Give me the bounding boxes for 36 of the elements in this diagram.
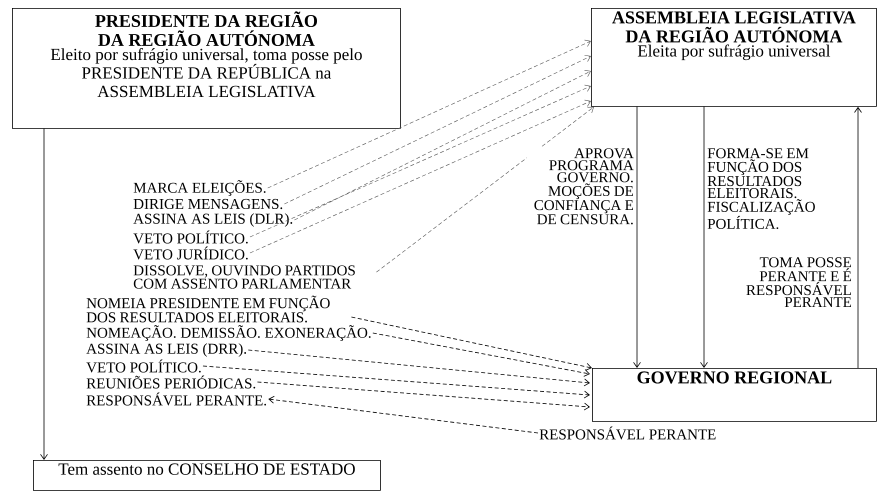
action-text: DIRIGE MENSAGENS. [134,198,282,210]
arrow [250,84,591,238]
action-text: ASSINA AS LEIS (DRR). [86,343,246,357]
arrow [284,54,591,204]
arrow [267,40,591,188]
action-text: MARCA ELEIÇÕES. [134,180,266,196]
edge-label: FORMA-SE EM FUNÇÃO DOS RESULTADOS ELEITORAIS. FISCALIZAÇÃO POLÍTICA. [706,147,826,230]
text-box: GOVERNO REGIONAL [592,368,877,422]
arrow [633,106,641,368]
arrow [268,396,538,434]
text-box: PRESIDENTE DA REGIÃO DA REGIÃO AUTÓNOMA Eleito por sufrágio universal, toma posse pelo PRESIDENTE DA REPÚBLICA na ASSEMBLEIA LEGISLATIVA [12,8,401,129]
arrow [294,70,591,220]
edge-label: APROVA PROGRAMA GOVERNO. MOÇÕES DE CONFIANÇA E DE CENSURA. [526,147,635,226]
text-box: ASSEMBLEIA LEGISLATIVA DA REGIÃO AUTÓNOMA Eleita por sufrágio universal [591,8,877,107]
arrow [202,366,590,398]
action-text: VETO POLÍTICO. [86,359,201,373]
arrow [250,100,591,254]
action-text: VETO POLÍTICO. [133,230,248,244]
arrow [854,106,862,368]
action-text: RESPONSÁVEL PERANTE [540,426,716,440]
action-text: DISSOLVE, OUVINDO PARTIDOS COM ASSENTO PARLAMENTAR [134,265,355,289]
arrow [257,382,590,410]
arrow [351,316,592,371]
arrow [248,350,590,386]
edge-label: TOMA POSSE PERANTE E É RESPONSÁVEL PERANTE [736,256,853,308]
action-text: NOMEAÇÃO. DEMISSÃO. EXONERAÇÃO. [86,325,371,341]
arrow [700,106,708,368]
arrow [372,332,590,377]
arrow [40,128,48,460]
action-text: ASSINA AS LEIS (DLR). [133,213,292,227]
arrow [376,106,594,272]
action-text: REUNIÕES PERIÓDICAS. [86,375,256,389]
action-text: VETO JURÍDICO. [133,246,248,260]
text-box: Tem assento no CONSELHO DE ESTADO [33,460,381,491]
action-text: NOMEIA PRESIDENTE EM FUNÇÃO DOS RESULTADOS ELEITORAIS. [86,296,330,322]
action-text: RESPONSÁVEL PERANTE. [86,392,266,406]
